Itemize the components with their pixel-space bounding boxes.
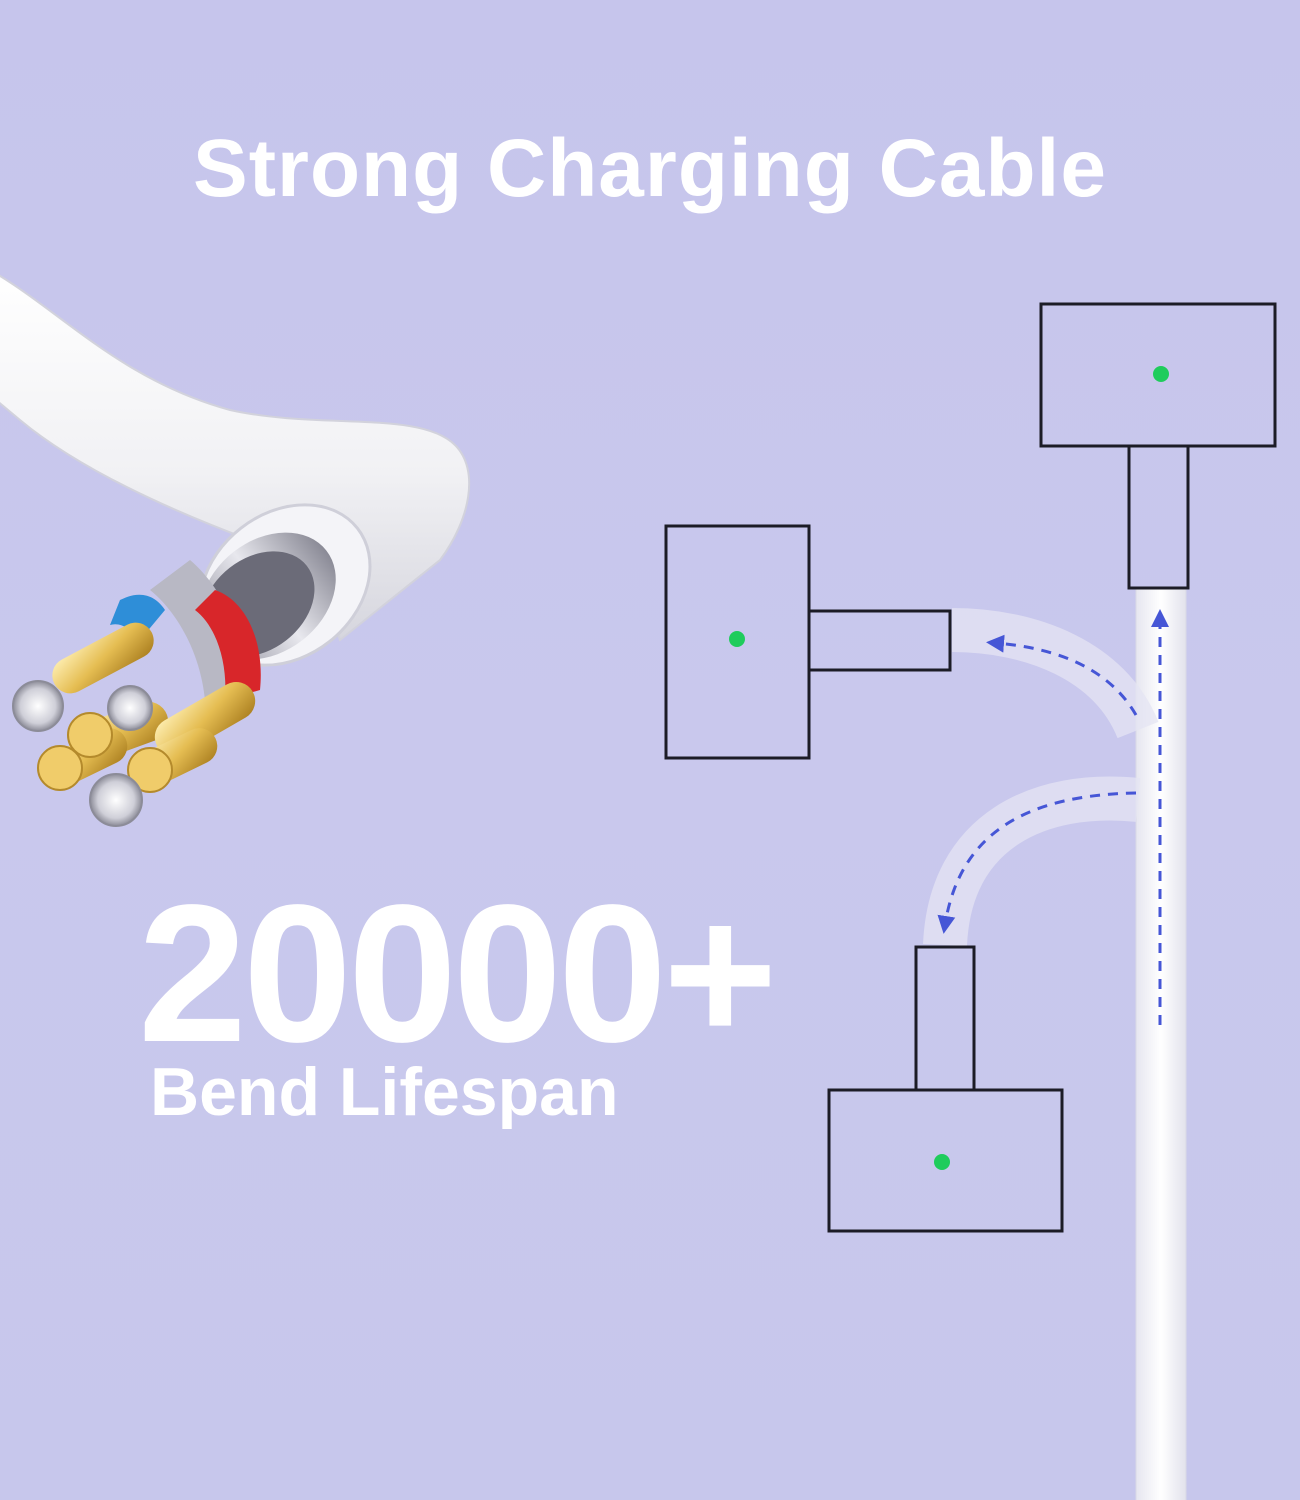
bend-arrow-icon [986, 634, 1138, 716]
magsafe-connector-icon [664, 524, 952, 760]
stat-value: 20000+ [138, 864, 777, 1083]
stat-label: Bend Lifespan [150, 1054, 619, 1130]
led-indicator-icon [934, 1154, 950, 1170]
magsafe-connector-icon [827, 945, 1064, 1233]
ghost-cable-lower [923, 776, 1141, 947]
ghost-cable-upper [951, 608, 1159, 740]
led-indicator-icon [729, 631, 745, 647]
bend-arrow-icon [937, 791, 1137, 934]
bend-diagram [664, 302, 1277, 1500]
magsafe-connector-icon [1039, 302, 1277, 590]
led-indicator-icon [1153, 366, 1169, 382]
cable-cross-section-icon [0, 274, 471, 827]
headline: Strong Charging Cable [193, 123, 1107, 214]
